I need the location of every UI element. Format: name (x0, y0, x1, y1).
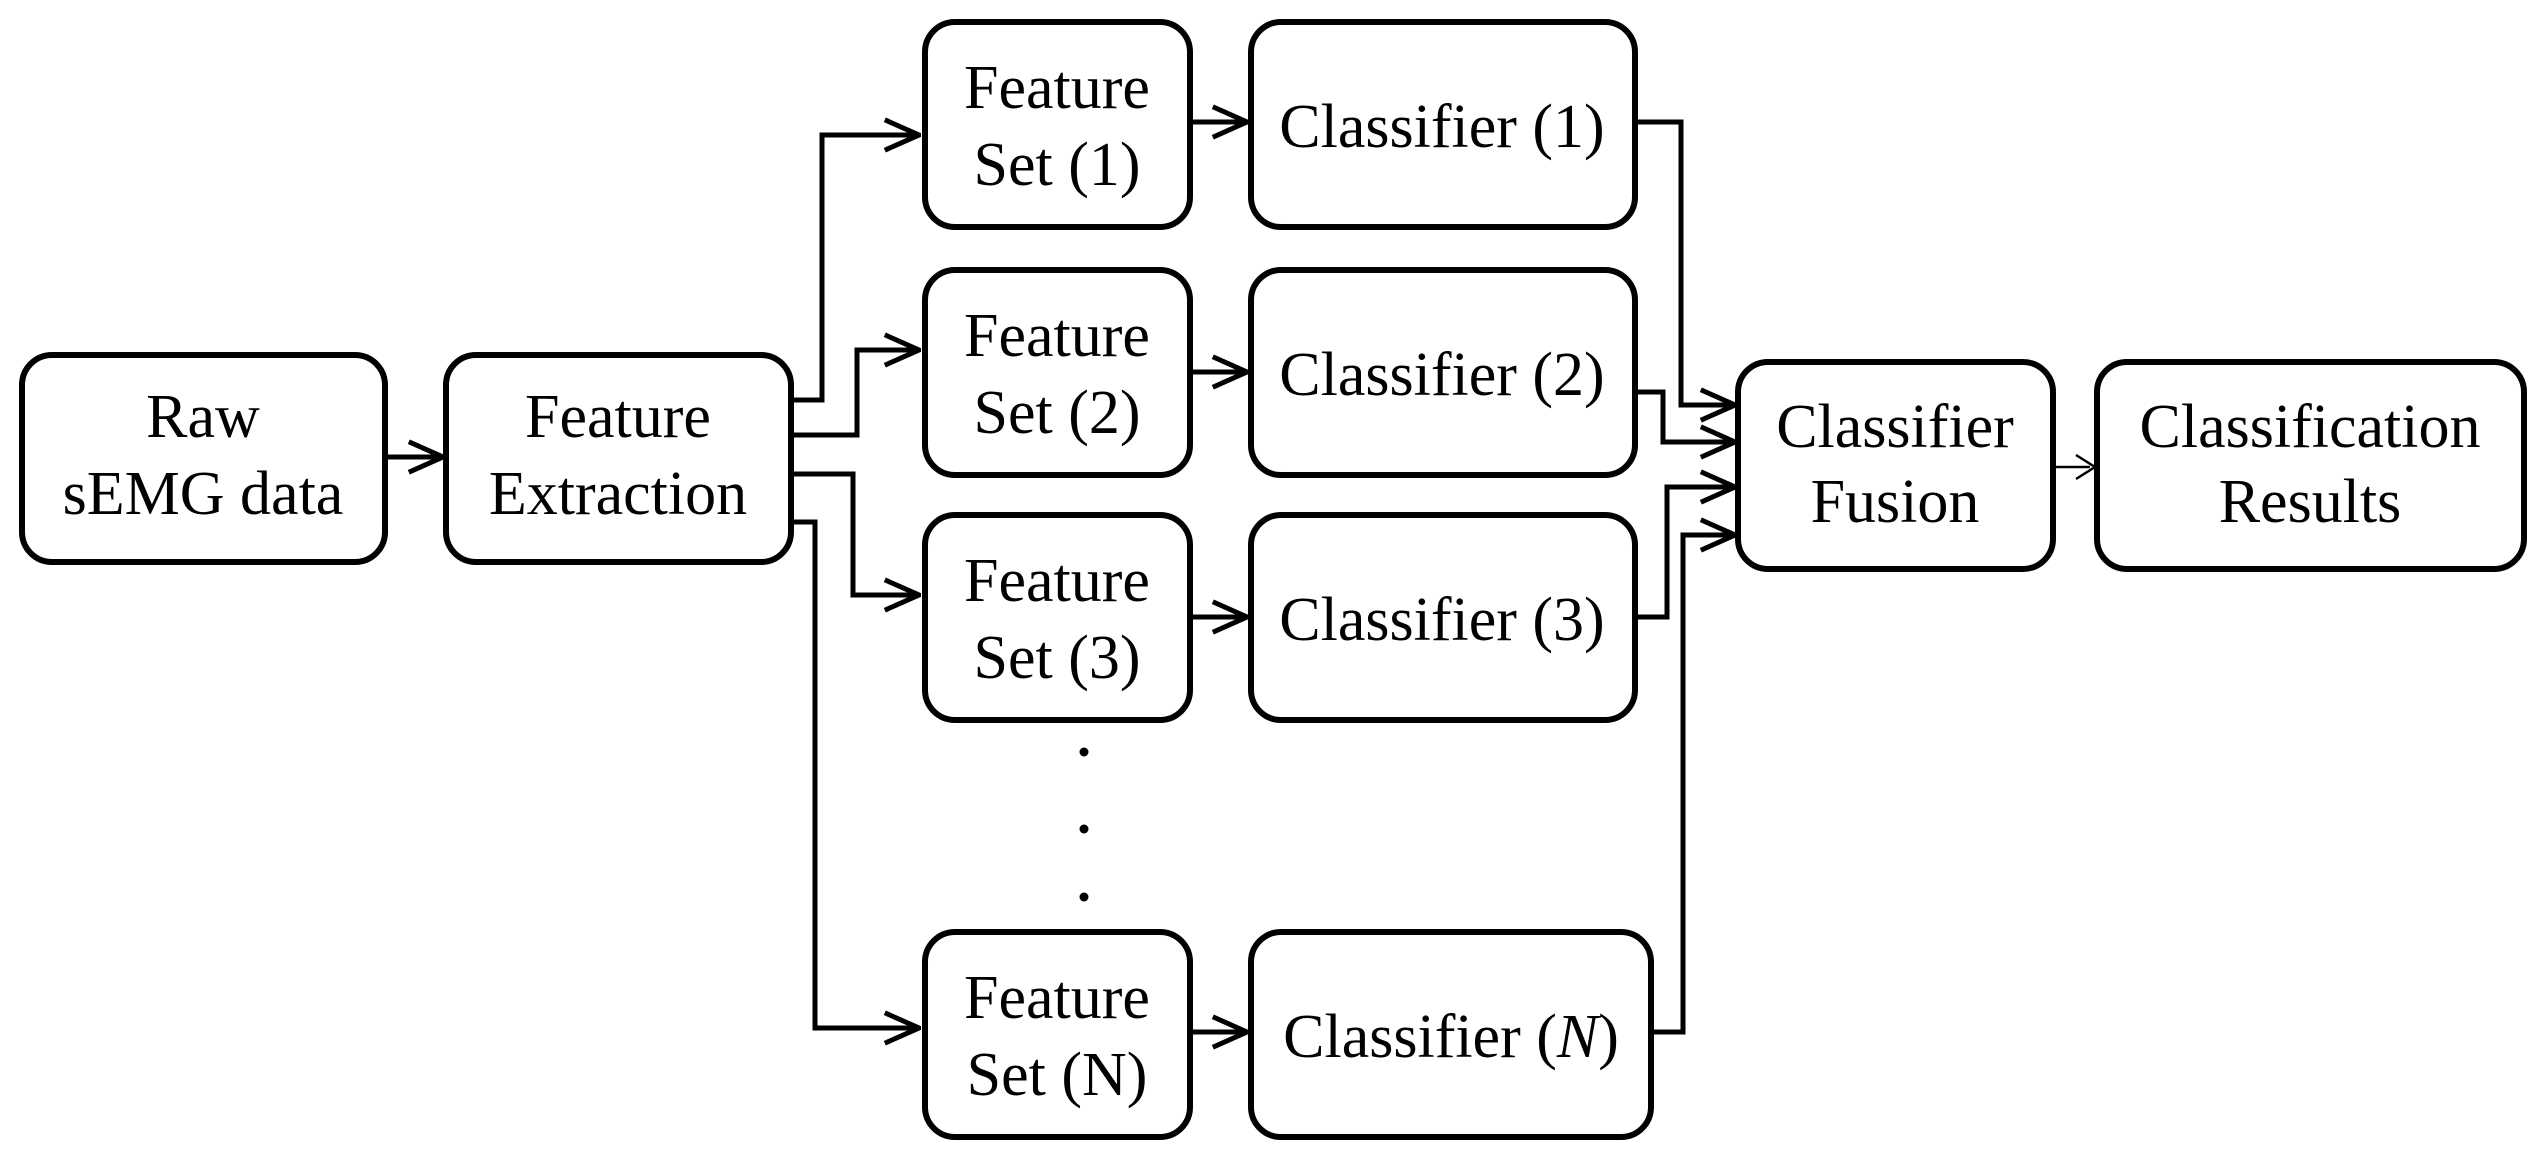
node-fs1-line1: Feature (964, 54, 1150, 122)
node-fsn-line2: Set (N) (967, 1041, 1148, 1109)
node-feature-set-3: Feature Set (3) (922, 512, 1193, 723)
node-extraction-line2: Extraction (489, 460, 747, 528)
arrow-classifier-n-to-fusion (1652, 535, 1735, 1035)
node-feature-set-n: Feature Set (N) (922, 929, 1193, 1140)
node-cln-label: Classifier (N) (1283, 1003, 1619, 1071)
node-cl2-label: Classifier (2) (1279, 341, 1604, 409)
node-raw-semg-data: Raw sEMG data (19, 352, 388, 565)
arrow-extraction-to-set-3 (793, 471, 919, 595)
node-classification-results: Classification Results (2094, 359, 2527, 572)
node-classifier-1: Classifier (1) (1248, 19, 1638, 230)
ellipsis-dot-2 (1079, 824, 1089, 834)
node-cln-var: N (1556, 1003, 1602, 1071)
node-cl1-label: Classifier (1) (1279, 93, 1604, 161)
node-fusion-line1: Classifier (1776, 393, 2014, 461)
arrow-classifier-3-to-fusion (1637, 487, 1735, 620)
node-feature-set-1: Feature Set (1) (922, 19, 1193, 230)
node-feature-set-2: Feature Set (2) (922, 267, 1193, 478)
node-fs3-line2: Set (3) (973, 624, 1140, 692)
node-cl3-label: Classifier (3) (1279, 586, 1604, 654)
node-fs3-line1: Feature (964, 547, 1150, 615)
ellipsis-dots: ⋮ (1079, 747, 1089, 902)
node-extraction-line1: Feature (525, 383, 711, 451)
node-feature-extraction: Feature Extraction (443, 352, 794, 565)
node-results-line2: Results (2219, 468, 2402, 536)
node-fsn-line1: Feature (964, 964, 1150, 1032)
node-cln-suffix: ) (1598, 1003, 1619, 1071)
arrow-extraction-to-set-1 (793, 135, 919, 403)
node-fusion-line2: Fusion (1811, 468, 1980, 536)
node-fs2-line1: Feature (964, 302, 1150, 370)
node-classifier-fusion: Classifier Fusion (1735, 359, 2056, 572)
arrow-extraction-to-set-n (793, 519, 919, 1028)
node-fs2-line2: Set (2) (973, 379, 1140, 447)
node-fs1-line2: Set (1) (973, 131, 1140, 199)
node-classifier-3: Classifier (3) (1248, 512, 1638, 723)
node-classifier-2: Classifier (2) (1248, 267, 1638, 478)
node-raw-line2: sEMG data (63, 460, 344, 528)
node-results-line1: Classification (2140, 393, 2481, 461)
ellipsis-dot-3 (1079, 892, 1089, 902)
arrow-extraction-to-set-2 (793, 350, 919, 438)
node-cln-prefix: Classifier ( (1283, 1003, 1557, 1071)
arrow-classifier-2-to-fusion (1637, 389, 1735, 442)
ellipsis-dot-1 (1079, 747, 1089, 757)
node-classifier-n: Classifier (N) (1248, 929, 1654, 1140)
node-raw-line1: Raw (146, 383, 260, 451)
arrow-classifier-1-to-fusion (1637, 119, 1735, 405)
